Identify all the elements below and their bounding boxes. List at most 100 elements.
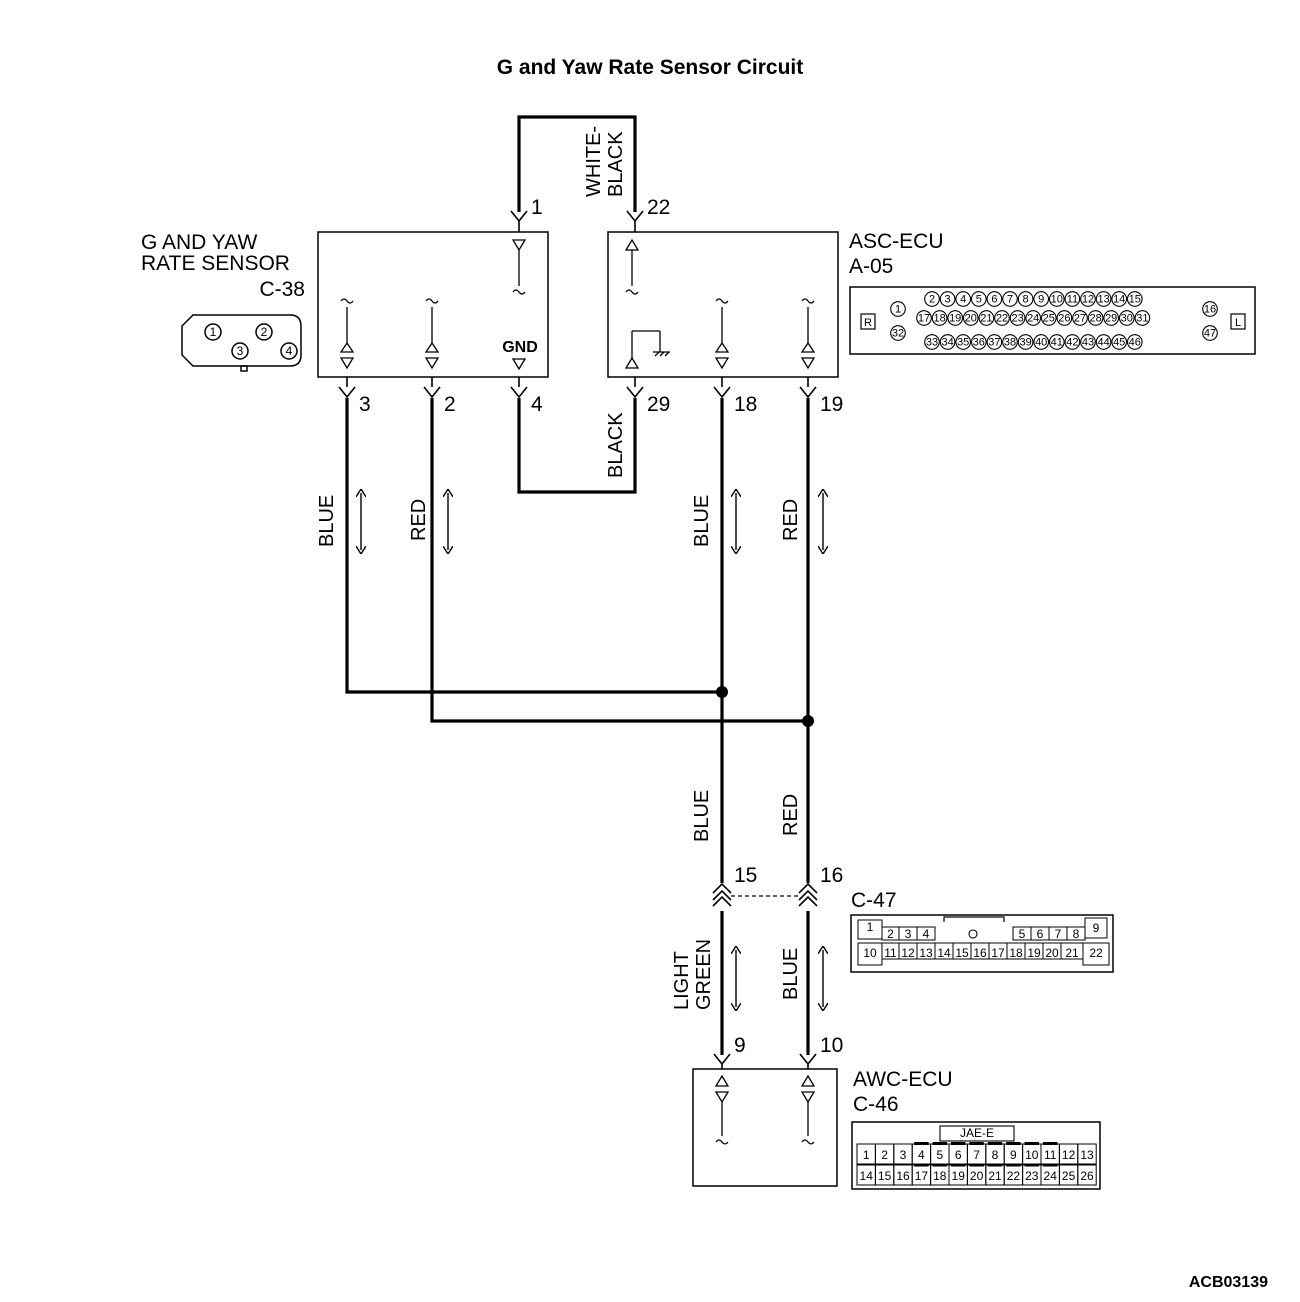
asc-face-cavity-45-ring xyxy=(1111,334,1128,350)
wire-label-light-green-1: LIGHT xyxy=(671,951,693,1010)
asc-face-side-r-box xyxy=(860,313,876,330)
sensor-face-pin-2: 2 xyxy=(261,325,268,339)
asc-face-cavity-38-ring xyxy=(1002,334,1018,350)
figure-ref: ACB03139 xyxy=(1189,1274,1268,1291)
asc-face-cavity-2: 2 xyxy=(929,294,935,306)
asc-face-side-r: R xyxy=(864,317,872,329)
asc-face-cavity-42-ring xyxy=(1064,334,1081,350)
awc-face-cell-12: 12 xyxy=(1062,1148,1076,1162)
wire-label-white-black-1: WHITE- xyxy=(583,126,605,197)
asc-internal-terminal-18 xyxy=(714,298,730,370)
sensor-face-pin-3: 3 xyxy=(237,344,244,358)
asc-face-cavity-1-ring xyxy=(890,301,906,317)
awc-face-cell-3: 3 xyxy=(900,1148,907,1162)
awc-face-cell-23: 23 xyxy=(1025,1169,1039,1183)
asc-face-cavity-10: 10 xyxy=(1051,294,1063,306)
awc-face-key-bar xyxy=(1006,1163,1021,1167)
wire-sensor-red xyxy=(430,398,808,723)
awc-face-cell-7: 7 xyxy=(973,1148,980,1162)
awc-face-key-bar xyxy=(969,1142,984,1145)
asc-face-cavity-25: 25 xyxy=(1043,313,1055,325)
asc-face-cavity-1: 1 xyxy=(895,304,901,316)
asc-face-cavity-6-ring xyxy=(986,291,1003,307)
asc-face-cavity-3-ring xyxy=(939,291,956,307)
c47-face-cell-9-box xyxy=(1084,917,1108,939)
awc-face-cell-24: 24 xyxy=(1044,1169,1058,1183)
asc-face-cavity-26: 26 xyxy=(1058,313,1070,325)
asc-face-cavity-33-ring xyxy=(924,334,940,350)
c47-face-cell-7: 7 xyxy=(1055,927,1062,941)
asc-face-cavity-9: 9 xyxy=(1038,294,1044,306)
asc-face-cavity-35-ring xyxy=(955,334,972,350)
asc-face-cavity-11: 11 xyxy=(1067,294,1078,306)
awc-face-key-bar xyxy=(932,1163,947,1167)
asc-face-cavity-17: 17 xyxy=(918,313,930,325)
asc-face-cavity-27-ring xyxy=(1072,310,1088,326)
asc-face-cavity-27: 27 xyxy=(1074,313,1086,325)
asc-face-cavity-34: 34 xyxy=(941,337,953,349)
c47-face-cell-15: 15 xyxy=(955,946,969,960)
asc-face-cavity-15-ring xyxy=(1126,291,1143,307)
asc-face-side-l-box xyxy=(1230,313,1246,330)
awc-internal-terminal-10 xyxy=(800,1074,816,1145)
asc-face-cavity-38: 38 xyxy=(1004,337,1016,349)
awc-face-cell-9: 9 xyxy=(1010,1148,1017,1162)
asc-internal-terminal-19 xyxy=(800,298,816,370)
sensor-box xyxy=(317,231,549,378)
asc-face-cavity-6: 6 xyxy=(991,294,997,306)
awc-face-cell-18: 18 xyxy=(933,1169,947,1183)
c47-face-cell-10: 10 xyxy=(863,946,877,960)
c47-face-cell-6: 6 xyxy=(1037,927,1044,941)
pin-c47-16: 16 xyxy=(820,864,843,887)
asc-face-cavity-40: 40 xyxy=(1035,337,1047,349)
pin-asc-22: 22 xyxy=(647,196,670,219)
sensor-block: G AND YAW RATE SENSOR C-38 GND 1 2 3 4 xyxy=(141,231,549,378)
asc-face-cavity-9-ring xyxy=(1033,291,1050,307)
asc-face-cavity-20-ring xyxy=(962,310,979,326)
c47-face-cell-2: 2 xyxy=(887,927,894,941)
wire-label-red-a: RED xyxy=(408,499,430,541)
asc-face-cavity-46: 46 xyxy=(1129,337,1141,349)
wire-label-blue-c: BLUE xyxy=(691,790,713,842)
awc-face-cell-15: 15 xyxy=(878,1169,892,1183)
wire-black xyxy=(517,398,637,494)
asc-face-cavity-3: 3 xyxy=(945,294,951,306)
c47-face-cell-13: 13 xyxy=(919,946,933,960)
splice-blue xyxy=(716,686,728,698)
asc-face-cavity-12-ring xyxy=(1080,291,1096,307)
awc-face-key-bar xyxy=(914,1142,929,1145)
wire-label-black: BLACK xyxy=(605,412,627,478)
asc-face-side-l: L xyxy=(1235,317,1241,329)
asc-face-cavity-14-ring xyxy=(1111,291,1128,307)
asc-face-cavity-25-ring xyxy=(1040,310,1057,326)
asc-face-cavity-32-ring xyxy=(890,325,906,341)
awc-face-cell-21: 21 xyxy=(988,1169,1002,1183)
asc-face-cavity-37-ring xyxy=(986,334,1003,350)
awc-face-key-bar xyxy=(932,1142,947,1145)
asc-face-cavity-13-ring xyxy=(1095,291,1112,307)
asc-face-cavity-12: 12 xyxy=(1082,294,1094,306)
sensor-connector-face xyxy=(181,314,302,372)
c47-face-cell-8: 8 xyxy=(1073,927,1080,941)
asc-face-cavity-16: 16 xyxy=(1204,304,1216,316)
sensor-internal-terminal-1 xyxy=(511,239,527,295)
asc-face-cavity-11-ring xyxy=(1064,291,1081,307)
c47-face-cell-22: 22 xyxy=(1089,946,1103,960)
awc-face-key-bar xyxy=(1024,1142,1039,1145)
diagram-title: G and Yaw Rate Sensor Circuit xyxy=(497,56,804,79)
asc-internal-terminal-29-ground xyxy=(624,330,670,369)
asc-face-cavity-21: 21 xyxy=(980,313,992,325)
sensor-internal-terminal-3 xyxy=(339,298,355,370)
asc-face-cavity-21-ring xyxy=(978,310,995,326)
asc-face-cavity-17-ring xyxy=(916,310,932,326)
asc-face-cavity-2-ring xyxy=(924,291,940,307)
wire-label-white-black-2: BLACK xyxy=(605,131,627,197)
pin-asc-29: 29 xyxy=(647,393,670,416)
sensor-face-pin-4: 4 xyxy=(286,344,293,358)
awc-face-cell-17: 17 xyxy=(915,1169,929,1183)
asc-face-cavity-43: 43 xyxy=(1082,337,1094,349)
asc-face-cavity-7: 7 xyxy=(1007,294,1013,306)
